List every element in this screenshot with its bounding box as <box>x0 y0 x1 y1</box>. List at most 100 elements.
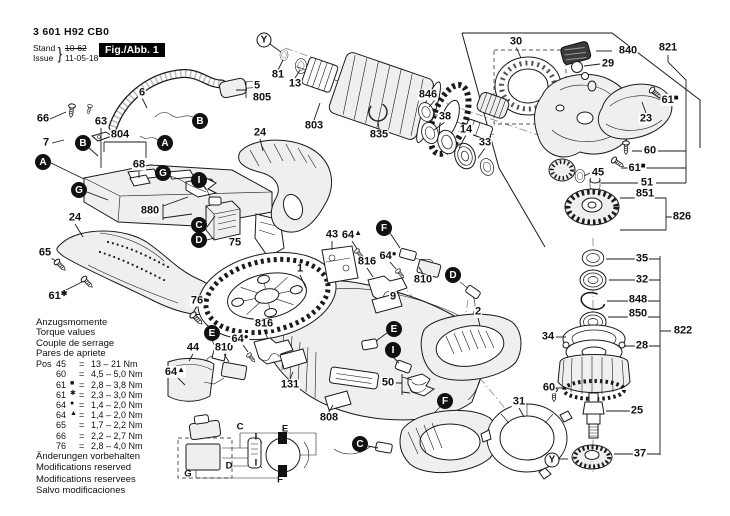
connector-marker-B: B <box>75 135 91 151</box>
part-callout-25: 25 <box>629 404 645 417</box>
part-callout-64: 64▲ <box>340 228 364 241</box>
part-callout-805: 805 <box>251 91 273 104</box>
part-callout-63: 63 <box>93 115 109 128</box>
part-callout-816: 816 <box>356 255 378 268</box>
part-callout-816: 816 <box>253 317 275 330</box>
schematic-label-I: I <box>254 431 258 443</box>
part-callout-2: 2 <box>473 305 483 318</box>
torque-row: 61■=2,8 – 3,8 Nm <box>56 379 143 390</box>
motor-housing-1 <box>265 280 493 421</box>
part-callout-61: 61✱ <box>47 289 69 302</box>
part-callout-7: 7 <box>41 136 51 149</box>
schematic-label-C: C <box>236 421 244 433</box>
wiring-schematic <box>177 414 317 479</box>
ring-gear-826 <box>564 188 620 226</box>
connector-marker-D: D <box>445 267 461 283</box>
stator-2 <box>420 313 522 381</box>
torque-header-line: Pares de apriete <box>36 347 106 359</box>
part-callout-64: 64● <box>230 332 250 345</box>
connector-marker-E: E <box>386 321 402 337</box>
part-callout-81: 81 <box>270 68 286 81</box>
torque-row: 61✱=2,3 – 3,0 Nm <box>56 389 143 400</box>
connector-marker-F: F <box>376 220 392 236</box>
part-callout-810: 810 <box>412 273 434 286</box>
part-callout-24: 24 <box>252 126 268 139</box>
part-callout-848: 848 <box>627 293 649 306</box>
part-callout-50: 50 <box>380 376 396 389</box>
torque-header-line: Torque values <box>36 327 96 339</box>
figure-label: Fig./Abb. 1 <box>99 43 165 57</box>
connector-marker-C: C <box>352 436 368 452</box>
switch-lever-50 <box>407 373 436 397</box>
power-cord-6 <box>108 69 255 141</box>
connector-marker-Y: Y <box>256 32 272 48</box>
brush-plate-43 <box>321 245 407 284</box>
connector-marker-D: D <box>191 232 207 248</box>
part-callout-851: 851 <box>634 187 656 200</box>
part-callout-31: 31 <box>511 395 527 408</box>
part-callout-880: 880 <box>139 204 161 217</box>
handle-cover-24 <box>238 139 332 233</box>
torque-header-line: Anzugsmomente <box>36 317 108 328</box>
part-callout-60: 60 <box>642 144 658 157</box>
stator-lower <box>399 409 498 474</box>
old-date: 10-62 <box>64 43 87 53</box>
gear-37 <box>571 444 613 470</box>
torque-row: 64▲=1,4 – 2,0 Nm <box>56 410 143 421</box>
connector-marker-I: I <box>385 342 401 358</box>
part-callout-826: 826 <box>671 210 693 223</box>
part-callout-850: 850 <box>627 307 649 320</box>
connector-marker-G: G <box>71 182 87 198</box>
part-callout-45: 45 <box>590 166 606 179</box>
footer-note-line: Modifications reservees <box>36 473 136 485</box>
part-callout-13: 13 <box>287 77 303 90</box>
spindle-25 <box>582 392 605 439</box>
brush-holder-816b <box>182 337 294 398</box>
part-callout-131: 131 <box>279 378 301 391</box>
brace-glyph: } <box>57 43 63 63</box>
part-callout-65: 65 <box>37 246 53 259</box>
connector-marker-F: F <box>437 393 453 409</box>
connector-marker-I: I <box>191 172 207 188</box>
gear-head-23 <box>597 83 673 140</box>
part-callout-37: 37 <box>632 447 648 460</box>
connector-marker-Y: Y <box>544 452 560 468</box>
part-callout-61: 61■ <box>627 161 647 174</box>
part-callout-34: 34 <box>540 330 556 343</box>
part-callout-38: 38 <box>437 110 453 123</box>
part-callout-822: 822 <box>672 324 694 337</box>
footer-note-line: Modifications reserved <box>36 462 132 474</box>
part-callout-6: 6 <box>137 86 147 99</box>
part-callout-29: 29 <box>600 57 616 70</box>
part-callout-66: 66 <box>35 112 51 125</box>
part-callout-840: 840 <box>617 44 639 57</box>
part-callout-808: 808 <box>318 411 340 424</box>
title-block: 3 601 H92 CB0 Stand Issue } 10-62 11-05-… <box>33 26 109 63</box>
part-callout-835: 835 <box>368 128 390 141</box>
part-callout-75: 75 <box>227 236 243 249</box>
torque-row: 76=2,8 – 4,0 Nm <box>56 440 143 451</box>
schematic-label-D: D <box>225 460 233 472</box>
torque-row: 60=4,5 – 5,0 Nm <box>56 369 143 380</box>
footer-note-line: Änderungen vorbehalten <box>36 451 141 462</box>
part-callout-846: 846 <box>417 88 439 101</box>
connector-marker-E: E <box>204 325 220 341</box>
connector-marker-B: B <box>192 113 208 129</box>
part-callout-810: 810 <box>213 341 235 354</box>
connector-marker-A: A <box>157 135 173 151</box>
part-callout-44: 44 <box>185 341 201 354</box>
bearing-stack-822 <box>550 249 631 402</box>
torque-row: 66=2,2 – 2,7 Nm <box>56 430 143 441</box>
part-callout-43: 43 <box>324 228 340 241</box>
part-callout-64: 64▲ <box>163 365 187 378</box>
torque-row: 64●=1,4 – 2,0 Nm <box>56 400 143 410</box>
part-callout-28: 28 <box>634 339 650 352</box>
schematic-label-I: I <box>254 457 258 469</box>
part-callout-23: 23 <box>638 112 654 125</box>
